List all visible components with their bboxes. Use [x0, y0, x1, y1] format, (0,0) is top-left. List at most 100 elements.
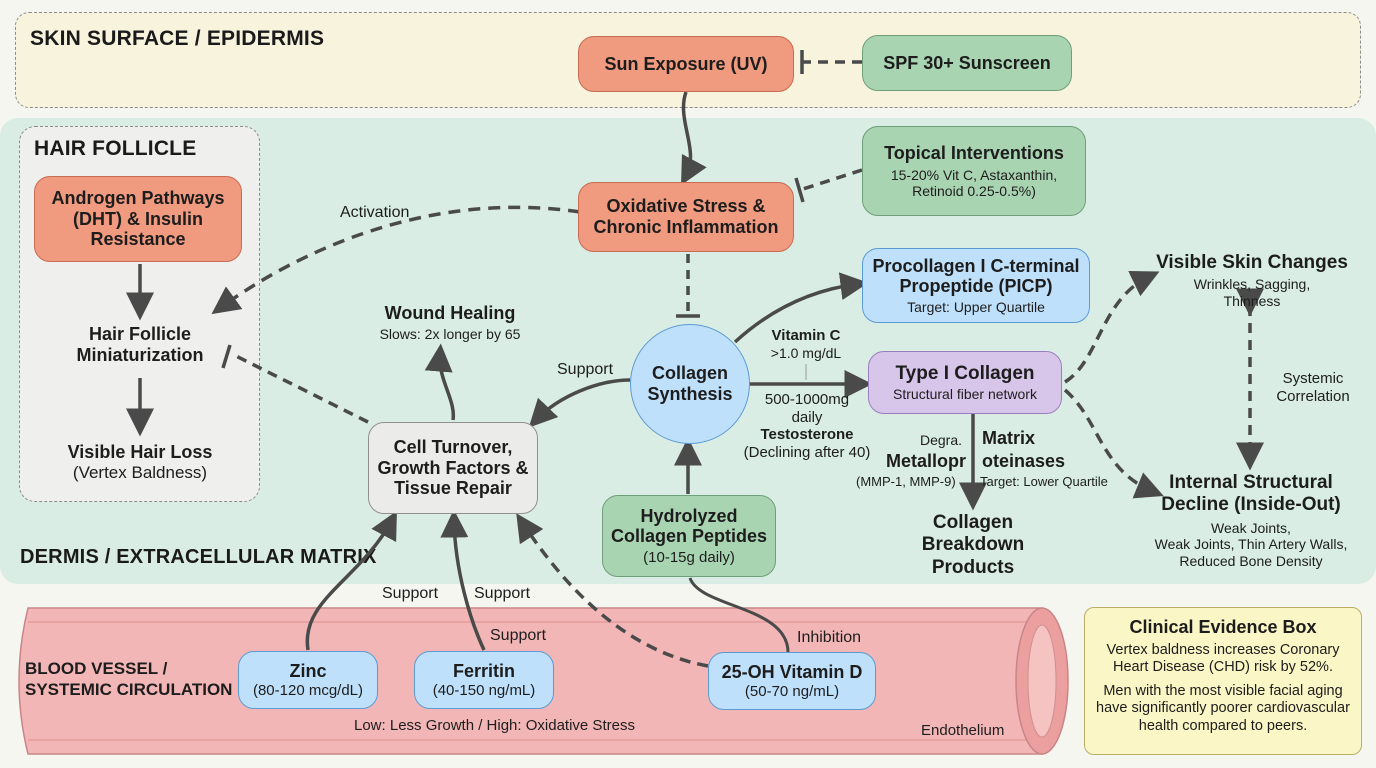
vitd-sub: (50-70 ng/mL)	[744, 682, 840, 700]
mmp-target: Target: Lower Quartile	[980, 474, 1108, 489]
mmp-sub: (MMP-1, MMP-9)	[856, 474, 956, 489]
oxidative-line2: Chronic Inflammation	[593, 217, 779, 237]
hydrolyzed-collagen-node[interactable]: Hydrolyzed Collagen Peptides (10-15g dai…	[602, 495, 776, 577]
visible-skin-title: Visible Skin Changes	[1156, 252, 1348, 273]
cell-line3: Tissue Repair	[394, 478, 512, 499]
type-i-collagen-node[interactable]: Type I Collagen Structural fiber network	[868, 351, 1062, 414]
hydro-line2: Collagen Peptides	[610, 526, 768, 547]
hair-follicle-label: HAIR FOLLICLE	[34, 137, 197, 160]
miniaturization-line2: Miniaturization	[76, 345, 204, 366]
breakdown-line3: Products	[931, 556, 1015, 578]
collagen-line1: Collagen	[651, 363, 728, 384]
internal-sub3: Reduced Bone Density	[1179, 552, 1323, 569]
vitc-title: Vitamin C	[771, 327, 841, 344]
ferritin-sub: (40-150 ng/mL)	[432, 681, 536, 699]
activation-label: Activation	[340, 204, 410, 221]
sun-exposure-title: Sun Exposure (UV)	[604, 53, 768, 74]
wound-sub: Slows: 2x longer by 65	[379, 326, 521, 343]
mmp-matrix: Matrix	[982, 428, 1036, 448]
cell-line1: Cell Turnover,	[393, 436, 513, 457]
testo-dose-line2: daily	[791, 408, 823, 426]
collagen-synthesis-node[interactable]: Collagen Synthesis	[630, 324, 750, 444]
inhibition-label: Inhibition	[797, 629, 862, 646]
evidence-title: Clinical Evidence Box	[1129, 617, 1317, 637]
topical-title: Topical Interventions	[884, 143, 1064, 164]
ferritin-note: Low: Less Growth / High: Oxidative Stres…	[354, 717, 635, 734]
typei-sub: Structural fiber network	[893, 386, 1037, 403]
support-zinc-label: Support	[382, 585, 439, 602]
picp-sub: Target: Upper Quartile	[907, 299, 1045, 316]
vitamin-d-node[interactable]: 25-OH Vitamin D (50-70 ng/mL)	[708, 652, 876, 710]
topical-interventions-node[interactable]: Topical Interventions 15-20% Vit C, Asta…	[862, 126, 1086, 216]
cell-line2: Growth Factors &	[377, 457, 529, 478]
androgen-line1: Androgen Pathways	[51, 187, 225, 208]
testo-dose-line1: 500-1000mg	[764, 391, 850, 408]
hair-loss-title: Visible Hair Loss	[67, 442, 213, 462]
vitc-sub: >1.0 mg/dL	[770, 344, 842, 361]
androgen-line2: (DHT) & Insulin	[73, 208, 203, 229]
internal-line2: Decline (Inside-Out)	[1161, 494, 1341, 516]
visible-skin-line1: Wrinkles, Sagging,	[1193, 276, 1311, 293]
internal-sub1: Weak Joints,	[1211, 519, 1291, 536]
visible-skin-changes[interactable]: Visible Skin Changes Wrinkles, Sagging, …	[1140, 252, 1364, 309]
oxidative-stress-node[interactable]: Oxidative Stress & Chronic Inflammation	[578, 182, 794, 252]
systemic-correlation-label: Systemic Correlation	[1258, 370, 1368, 405]
clinical-evidence-box: Clinical Evidence Box Vertex baldness in…	[1084, 607, 1362, 755]
hydro-sub: (10-15g daily)	[643, 549, 735, 567]
zinc-sub: (80-120 mcg/dL)	[252, 681, 364, 699]
hair-follicle-miniaturization[interactable]: Hair Follicle Miniaturization	[40, 324, 240, 366]
sun-exposure-node[interactable]: Sun Exposure (UV)	[578, 36, 794, 92]
mmp-metallopr: Metallopr	[886, 451, 967, 471]
support-ferritin-label: Support	[490, 627, 547, 644]
topical-line2: Retinoid 0.25-0.5%)	[912, 182, 1036, 199]
epidermis-label: SKIN SURFACE / EPIDERMIS	[30, 27, 325, 50]
testo-title: Testosterone	[760, 426, 854, 444]
systemic-line1: Systemic	[1282, 370, 1344, 387]
ferritin-node[interactable]: Ferritin (40-150 ng/mL)	[414, 651, 554, 709]
internal-line1: Internal Structural	[1169, 472, 1333, 493]
breakdown-line1: Collagen	[932, 512, 1014, 533]
miniaturization-line1: Hair Follicle	[88, 324, 192, 344]
testosterone-label: 500-1000mg daily Testosterone (Declining…	[732, 391, 882, 462]
visible-hair-loss[interactable]: Visible Hair Loss (Vertex Baldness)	[30, 442, 250, 483]
spf-sunscreen-node[interactable]: SPF 30+ Sunscreen	[862, 35, 1072, 91]
visible-skin-line2: Thinness	[1223, 292, 1281, 309]
evidence-p2: Men with the most visible facial aging h…	[1096, 682, 1350, 734]
picp-node[interactable]: Procollagen I C-terminal Propeptide (PIC…	[862, 248, 1090, 323]
hydro-line1: Hydrolyzed	[640, 505, 738, 526]
zinc-title: Zinc	[289, 661, 327, 682]
dermis-label: DERMIS / EXTRACELLULAR MATRIX	[20, 546, 377, 568]
vitd-title: 25-OH Vitamin D	[721, 662, 863, 683]
mmp-oteinases: oteinases	[982, 451, 1066, 471]
systemic-line2: Correlation	[1276, 387, 1350, 405]
vitamin-c-label: Vitamin C >1.0 mg/dL	[758, 327, 854, 361]
oxidative-line1: Oxidative Stress &	[606, 196, 766, 217]
breakdown-line2: Breakdown	[921, 534, 1025, 556]
spf-sunscreen-title: SPF 30+ Sunscreen	[883, 52, 1051, 73]
picp-line1: Procollagen I C-terminal	[872, 255, 1080, 276]
topical-line1: 15-20% Vit C, Astaxanthin,	[890, 166, 1058, 183]
typei-title: Type I Collagen	[895, 362, 1035, 384]
endothelium-label: Endothelium	[921, 722, 1005, 739]
blood-vessel-label-line1: BLOOD VESSEL /	[25, 659, 168, 678]
mmp-degra: Degra.	[920, 432, 963, 448]
androgen-line3: Resistance	[90, 229, 186, 250]
blood-vessel-label: BLOOD VESSEL / SYSTEMIC CIRCULATION	[25, 658, 232, 701]
collagen-line2: Synthesis	[647, 384, 733, 404]
internal-structural-decline[interactable]: Internal Structural Decline (Inside-Out)…	[1134, 472, 1368, 569]
hair-loss-sub: (Vertex Baldness)	[72, 463, 208, 483]
testo-sub: (Declining after 40)	[743, 444, 871, 462]
wound-title: Wound Healing	[384, 303, 516, 323]
cell-turnover-node[interactable]: Cell Turnover, Growth Factors & Tissue R…	[368, 422, 538, 514]
picp-line2: Propeptide (PICP)	[899, 276, 1053, 297]
support-collagen-label: Support	[557, 361, 614, 378]
evidence-p1: Vertex baldness increases Coronary Heart…	[1106, 642, 1340, 676]
ferritin-title: Ferritin	[452, 661, 515, 682]
androgen-pathways-node[interactable]: Androgen Pathways (DHT) & Insulin Resist…	[34, 176, 242, 262]
wound-healing[interactable]: Wound Healing Slows: 2x longer by 65	[355, 303, 545, 343]
blood-vessel-label-line2: SYSTEMIC CIRCULATION	[25, 680, 233, 700]
collagen-breakdown-products[interactable]: Collagen Breakdown Products	[900, 512, 1046, 579]
support-ferritin-top-label: Support	[474, 585, 531, 602]
zinc-node[interactable]: Zinc (80-120 mcg/dL)	[238, 651, 378, 709]
